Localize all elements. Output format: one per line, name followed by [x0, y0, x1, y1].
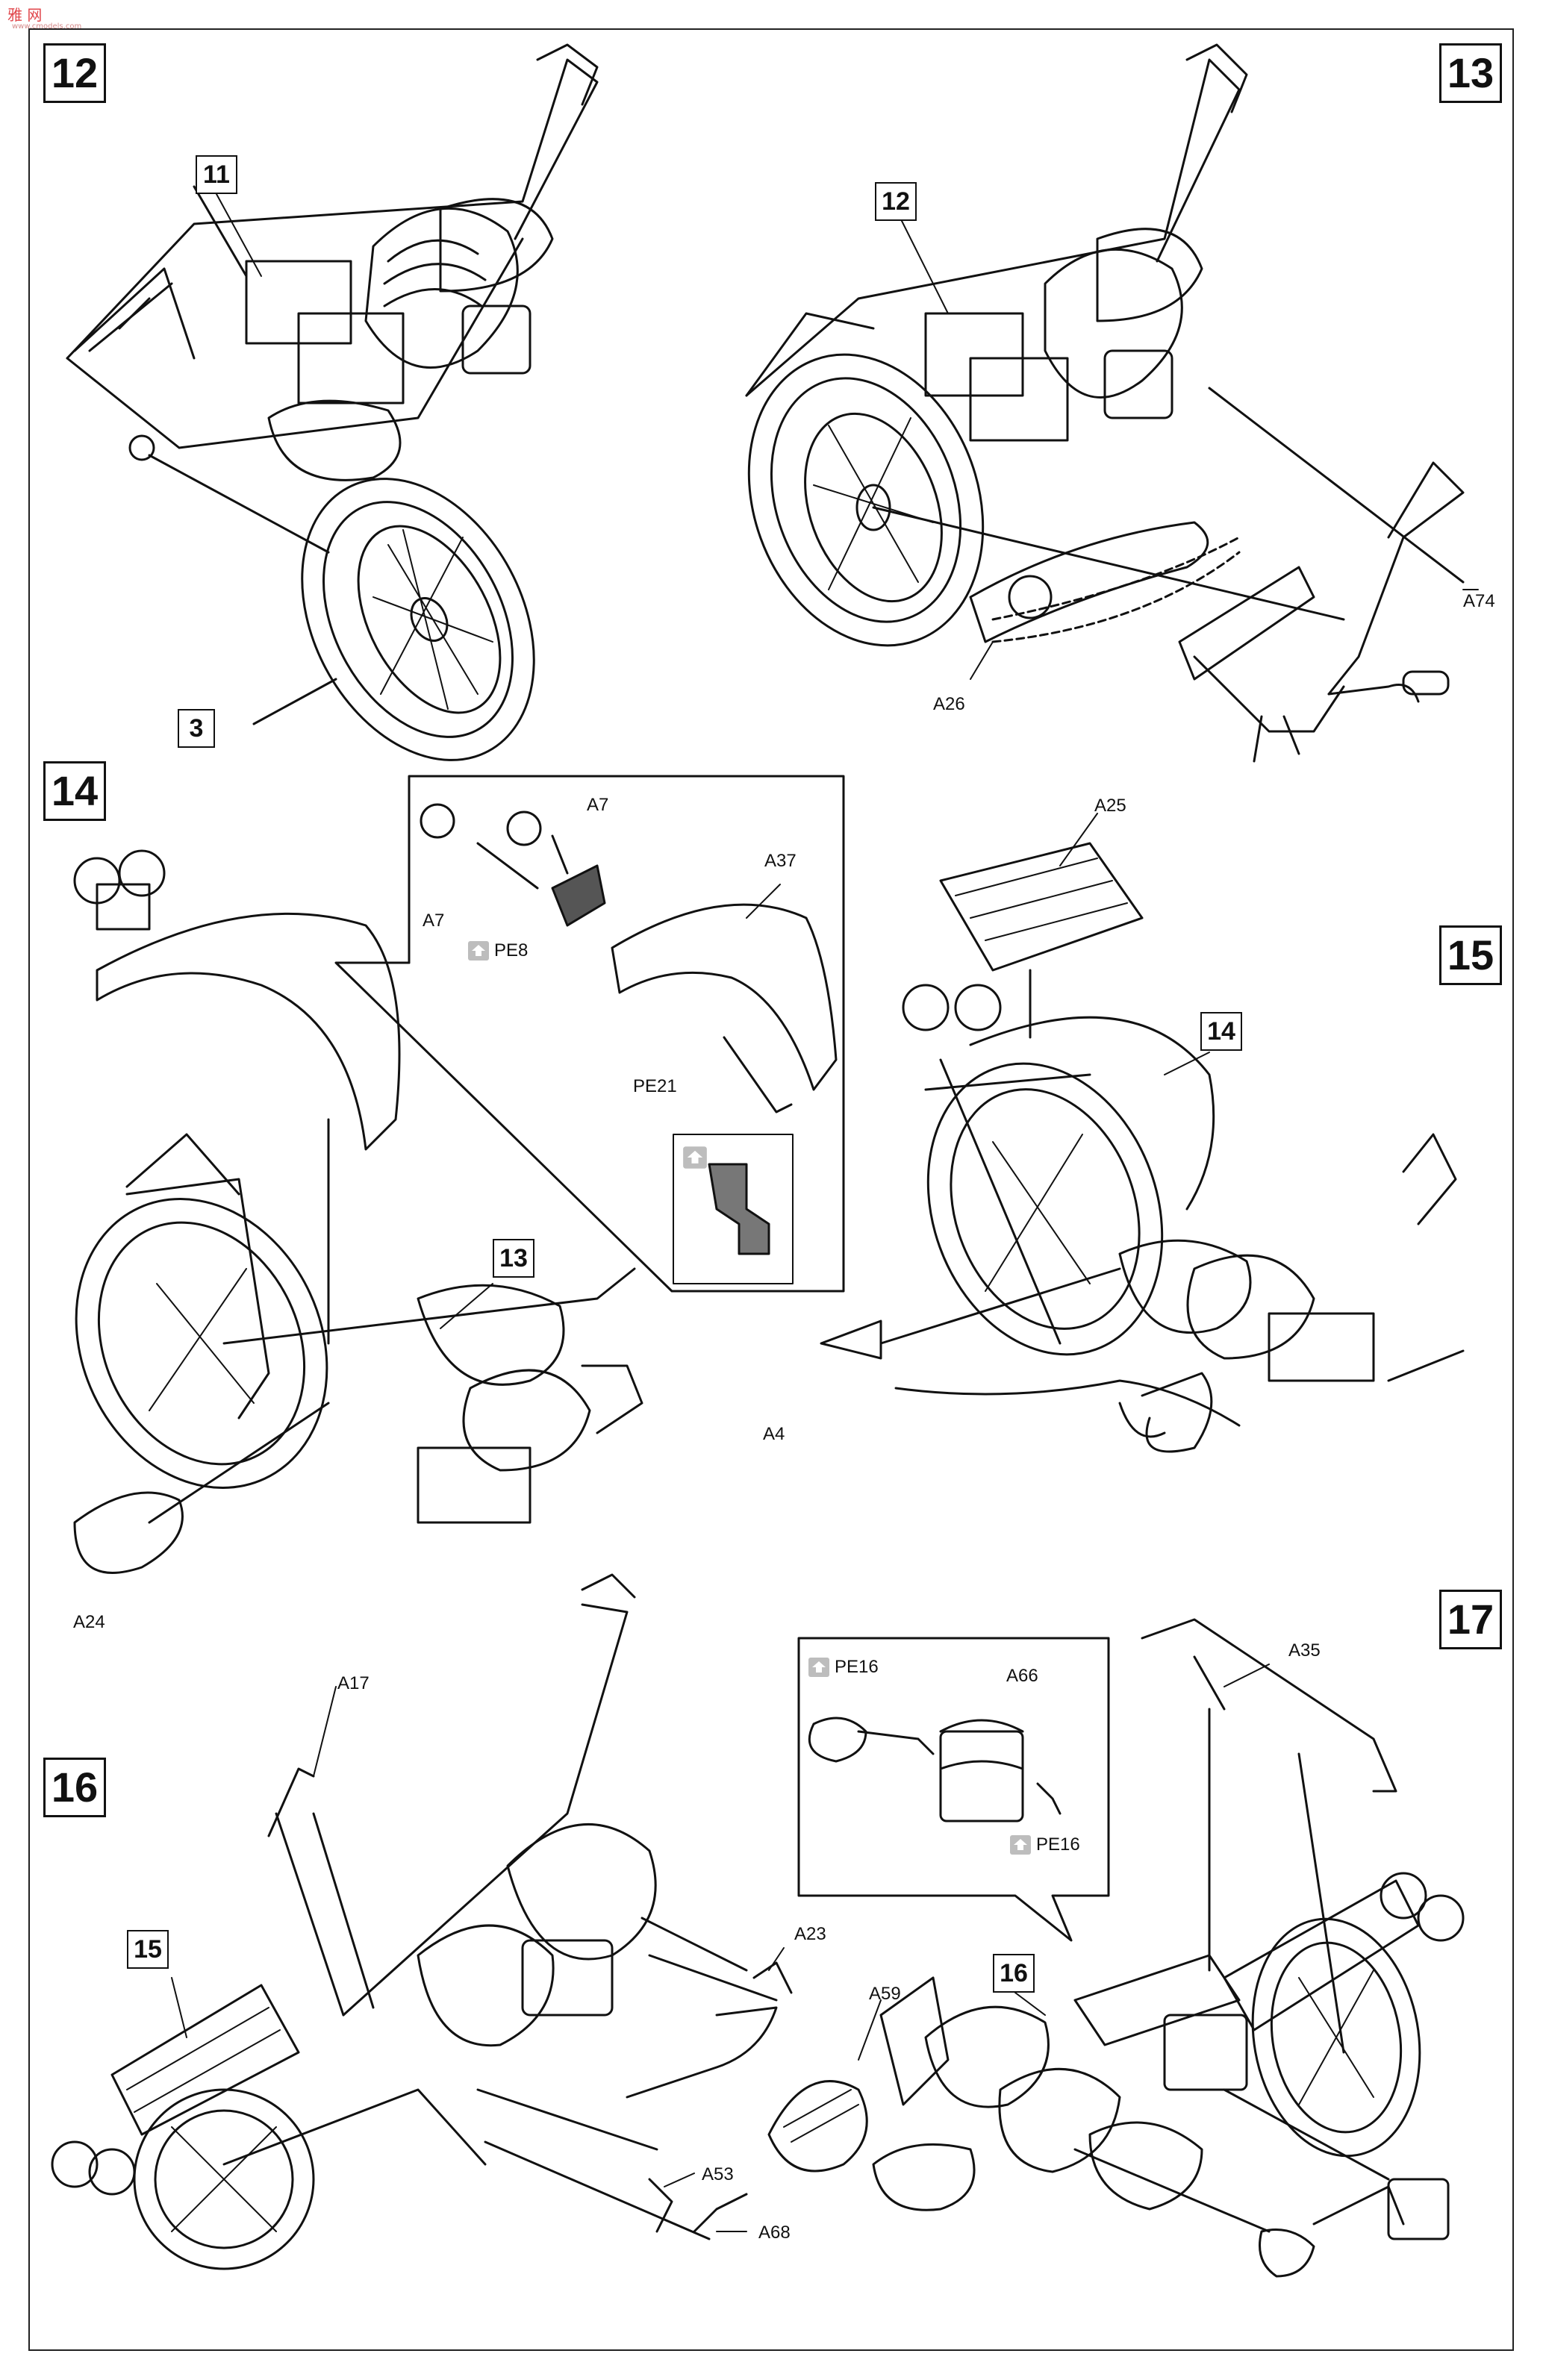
watermark-logo: 雅 网: [7, 6, 43, 24]
pe-icon-inset-14: [682, 1145, 708, 1170]
step-12-illustration: [66, 43, 599, 761]
photo-etch-icon: [1010, 1835, 1031, 1855]
part-label-a53: A53: [702, 2164, 734, 2184]
part-label-a35: A35: [1288, 1640, 1321, 1661]
step-16-illustration: [51, 1573, 868, 2270]
part-label-a68: A68: [758, 2223, 791, 2243]
step-14-illustration: [73, 849, 643, 1574]
step-number-16: 16: [43, 1758, 106, 1817]
ref-assembly-13: 13: [493, 1239, 534, 1278]
part-label-a7-left: A7: [423, 911, 445, 931]
part-label-a4: A4: [763, 1424, 785, 1444]
pe-label-pe16-bottom: PE16: [1009, 1834, 1080, 1855]
step-number-13: 13: [1439, 43, 1502, 103]
step-number-17: 17: [1439, 1590, 1502, 1649]
step-number-15: 15: [1439, 925, 1502, 985]
part-label-a24: A24: [73, 1612, 105, 1632]
step-13-illustration: [745, 43, 1465, 763]
instruction-page-frame: [28, 28, 1514, 2351]
part-label-a25: A25: [1094, 796, 1126, 816]
pe21-text: PE21: [633, 1076, 677, 1096]
ref-assembly-14: 14: [1200, 1012, 1242, 1051]
ref-assembly-12: 12: [875, 182, 917, 221]
pe8-text: PE8: [494, 940, 529, 961]
part-label-a23: A23: [794, 1924, 826, 1944]
step-15-illustration: [820, 842, 1465, 1453]
pe-label-pe21: PE21: [633, 1076, 677, 1097]
part-label-a7-top: A7: [587, 795, 609, 815]
step-17-callout-box: [797, 1637, 1110, 1942]
photo-etch-icon: [808, 1658, 829, 1677]
pe16-top-text: PE16: [835, 1657, 879, 1677]
part-label-a66: A66: [1006, 1666, 1038, 1686]
leader-lines: [171, 193, 1479, 2232]
pe-label-pe8: PE8: [467, 940, 528, 961]
pe16-bottom-text: PE16: [1036, 1834, 1080, 1855]
ref-assembly-16: 16: [993, 1954, 1035, 1993]
part-label-a17: A17: [337, 1673, 370, 1693]
step-14-callout-box: [334, 775, 845, 1293]
part-label-a37: A37: [764, 851, 797, 871]
ref-assembly-15: 15: [127, 1930, 169, 1969]
step-number-12: 12: [43, 43, 106, 103]
part-label-a59: A59: [869, 1984, 901, 2004]
step-17-illustration: [872, 1618, 1465, 2278]
photo-etch-icon: [683, 1146, 707, 1169]
part-label-a74: A74: [1463, 591, 1495, 611]
photo-etch-icon: [468, 941, 489, 961]
ref-assembly-11: 11: [196, 155, 237, 194]
ref-assembly-3: 3: [178, 709, 215, 748]
watermark-url: www.cmodels.com: [12, 22, 82, 31]
step-number-14: 14: [43, 761, 106, 821]
part-label-a26: A26: [933, 694, 965, 714]
pe-label-pe16-top: PE16: [808, 1657, 879, 1678]
